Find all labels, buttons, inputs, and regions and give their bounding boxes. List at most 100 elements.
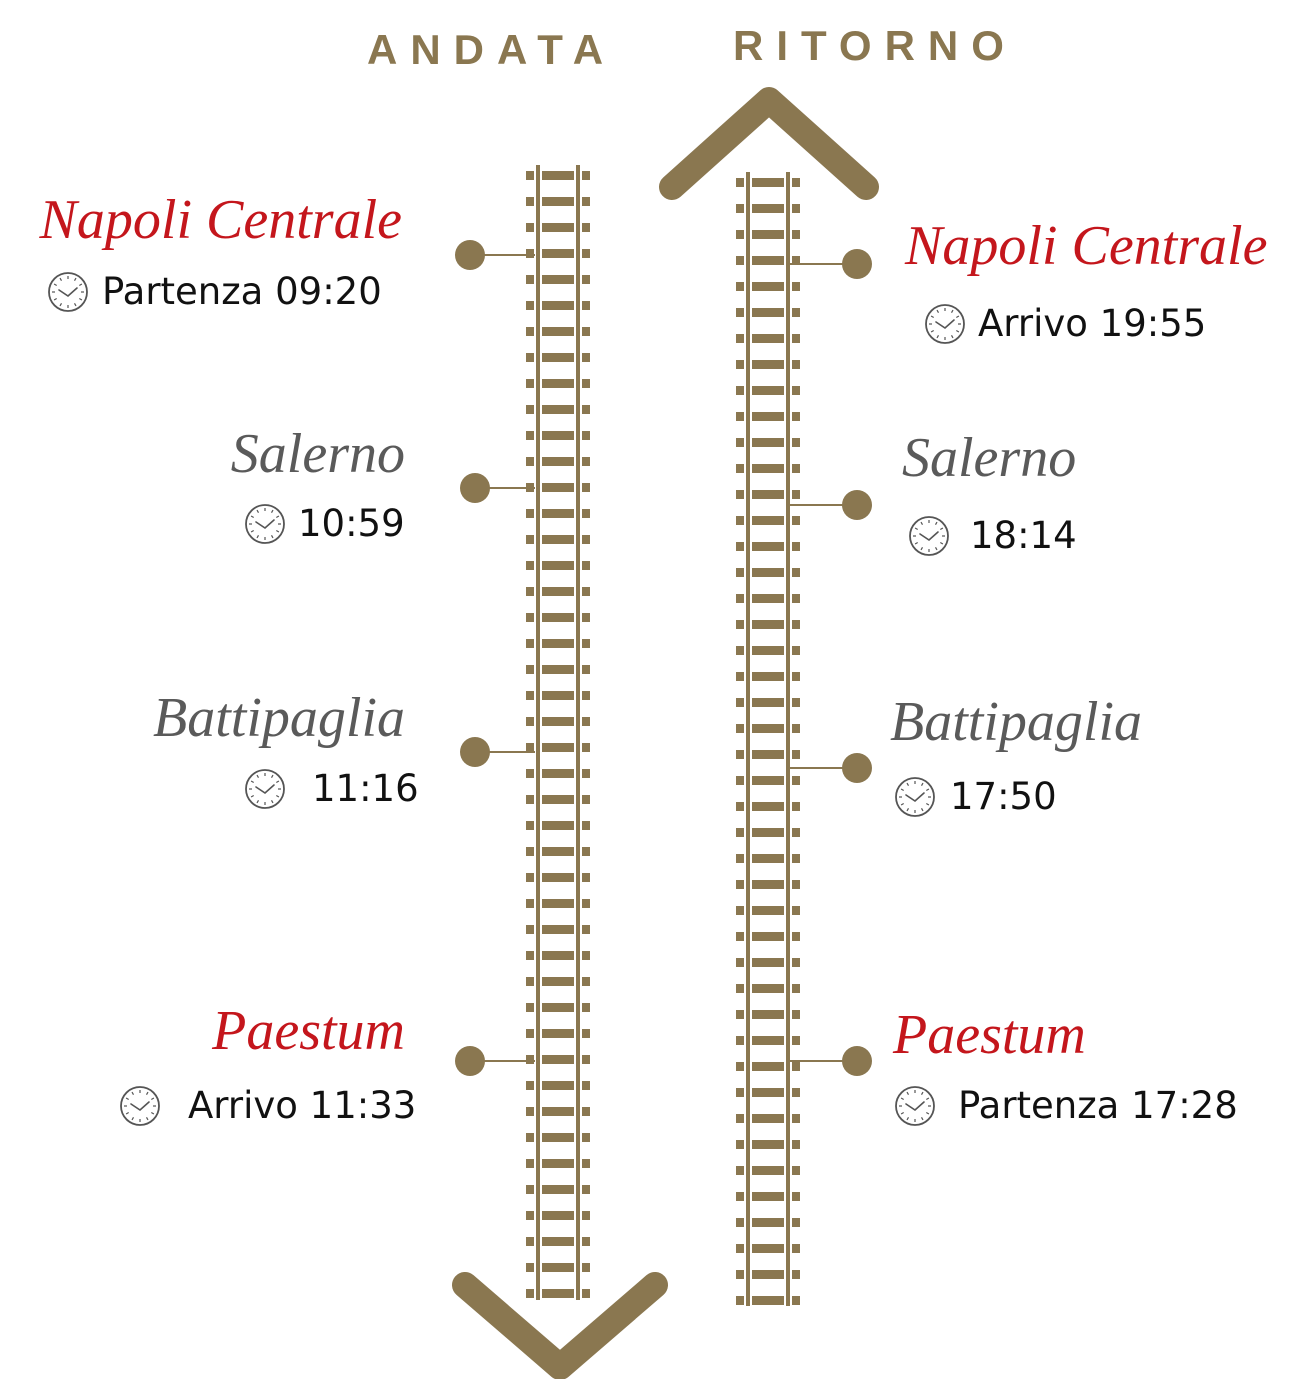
track-tie <box>736 230 800 239</box>
track-tie <box>526 1159 590 1168</box>
ritorno-stop: Battipaglia 17:50 <box>790 691 1142 818</box>
andata-heading: ANDATA <box>367 26 616 73</box>
track-tie <box>526 847 590 856</box>
clock-icon <box>909 516 949 556</box>
stop-time: 18:14 <box>970 514 1077 557</box>
track-tie <box>526 1289 590 1298</box>
track-tie <box>736 256 800 265</box>
track-tie <box>736 932 800 941</box>
station-name: Salerno <box>231 423 405 485</box>
track-tie <box>736 178 800 187</box>
ritorno-stop: Paestum Partenza 17:28 <box>790 1004 1238 1127</box>
track-tie <box>736 1114 800 1123</box>
track-tie <box>526 1081 590 1090</box>
ritorno-stop: Napoli Centrale Arrivo 19:55 <box>790 215 1267 345</box>
track-tie <box>526 639 590 648</box>
track-tie <box>526 301 590 310</box>
andata-stop: Salerno 10:59 <box>231 423 535 545</box>
track-tie <box>526 457 590 466</box>
stop-time: Arrivo 19:55 <box>978 302 1206 345</box>
track-tie <box>526 275 590 284</box>
stop-time: 17:50 <box>950 775 1057 818</box>
track-rail <box>536 165 540 1300</box>
track-tie <box>736 542 800 551</box>
andata-stop: Napoli Centrale Partenza 09:20 <box>39 189 535 313</box>
station-name: Battipaglia <box>153 687 405 749</box>
station-dot <box>455 1046 485 1076</box>
track-tie <box>526 535 590 544</box>
track-tie <box>526 1107 590 1116</box>
track-tie <box>526 951 590 960</box>
track-tie <box>526 379 590 388</box>
track-tie <box>736 1088 800 1097</box>
track-tie <box>736 1036 800 1045</box>
track-tie <box>736 204 800 213</box>
track-rail <box>786 172 790 1306</box>
stop-time: 11:16 <box>312 767 419 810</box>
track-tie <box>526 977 590 986</box>
stop-time: Arrivo 11:33 <box>188 1084 416 1127</box>
station-dot <box>842 490 872 520</box>
andata-stop: Battipaglia 11:16 <box>153 687 535 810</box>
clock-icon <box>245 769 285 809</box>
station-dot <box>842 753 872 783</box>
track-tie <box>736 958 800 967</box>
track-tie <box>736 776 800 785</box>
track-tie <box>526 1029 590 1038</box>
ritorno-stop: Salerno 18:14 <box>790 427 1077 557</box>
station-name: Battipaglia <box>890 691 1142 753</box>
track-tie <box>526 327 590 336</box>
station-dot <box>842 249 872 279</box>
track-tie <box>736 672 800 681</box>
station-dot <box>842 1046 872 1076</box>
stop-time: Partenza 09:20 <box>102 270 382 313</box>
track-tie <box>526 873 590 882</box>
track-tie <box>736 1296 800 1305</box>
track-tie <box>736 568 800 577</box>
andata-stop: Paestum Arrivo 11:33 <box>120 1000 535 1127</box>
track-tie <box>736 1244 800 1253</box>
track-tie <box>526 587 590 596</box>
clock-icon <box>895 1086 935 1126</box>
station-name: Paestum <box>211 1000 405 1062</box>
track-tie <box>736 438 800 447</box>
clock-icon <box>48 272 88 312</box>
station-dot <box>455 240 485 270</box>
track-tie <box>526 717 590 726</box>
track-tie <box>526 743 590 752</box>
track-tie <box>736 1010 800 1019</box>
track-tie <box>736 1062 800 1071</box>
andata-track <box>526 165 590 1300</box>
track-tie <box>526 509 590 518</box>
track-tie <box>736 854 800 863</box>
ritorno-track <box>736 172 800 1306</box>
track-tie <box>736 1140 800 1149</box>
track-tie <box>736 724 800 733</box>
track-tie <box>736 906 800 915</box>
track-tie <box>526 1003 590 1012</box>
track-tie <box>736 412 800 421</box>
track-tie <box>526 1185 590 1194</box>
track-tie <box>736 750 800 759</box>
track-tie <box>526 223 590 232</box>
station-dot <box>460 473 490 503</box>
track-tie <box>736 880 800 889</box>
track-tie <box>526 821 590 830</box>
track-tie <box>736 490 800 499</box>
track-tie <box>526 613 590 622</box>
track-tie <box>526 899 590 908</box>
track-tie <box>526 769 590 778</box>
up-arrow-icon <box>659 87 879 200</box>
track-tie <box>526 691 590 700</box>
track-tie <box>526 561 590 570</box>
track-tie <box>736 698 800 707</box>
track-tie <box>736 1218 800 1227</box>
track-tie <box>736 464 800 473</box>
track-tie <box>526 171 590 180</box>
clock-icon <box>120 1086 160 1126</box>
stop-time: Partenza 17:28 <box>958 1084 1238 1127</box>
track-tie <box>526 795 590 804</box>
track-tie <box>526 431 590 440</box>
track-tie <box>736 620 800 629</box>
